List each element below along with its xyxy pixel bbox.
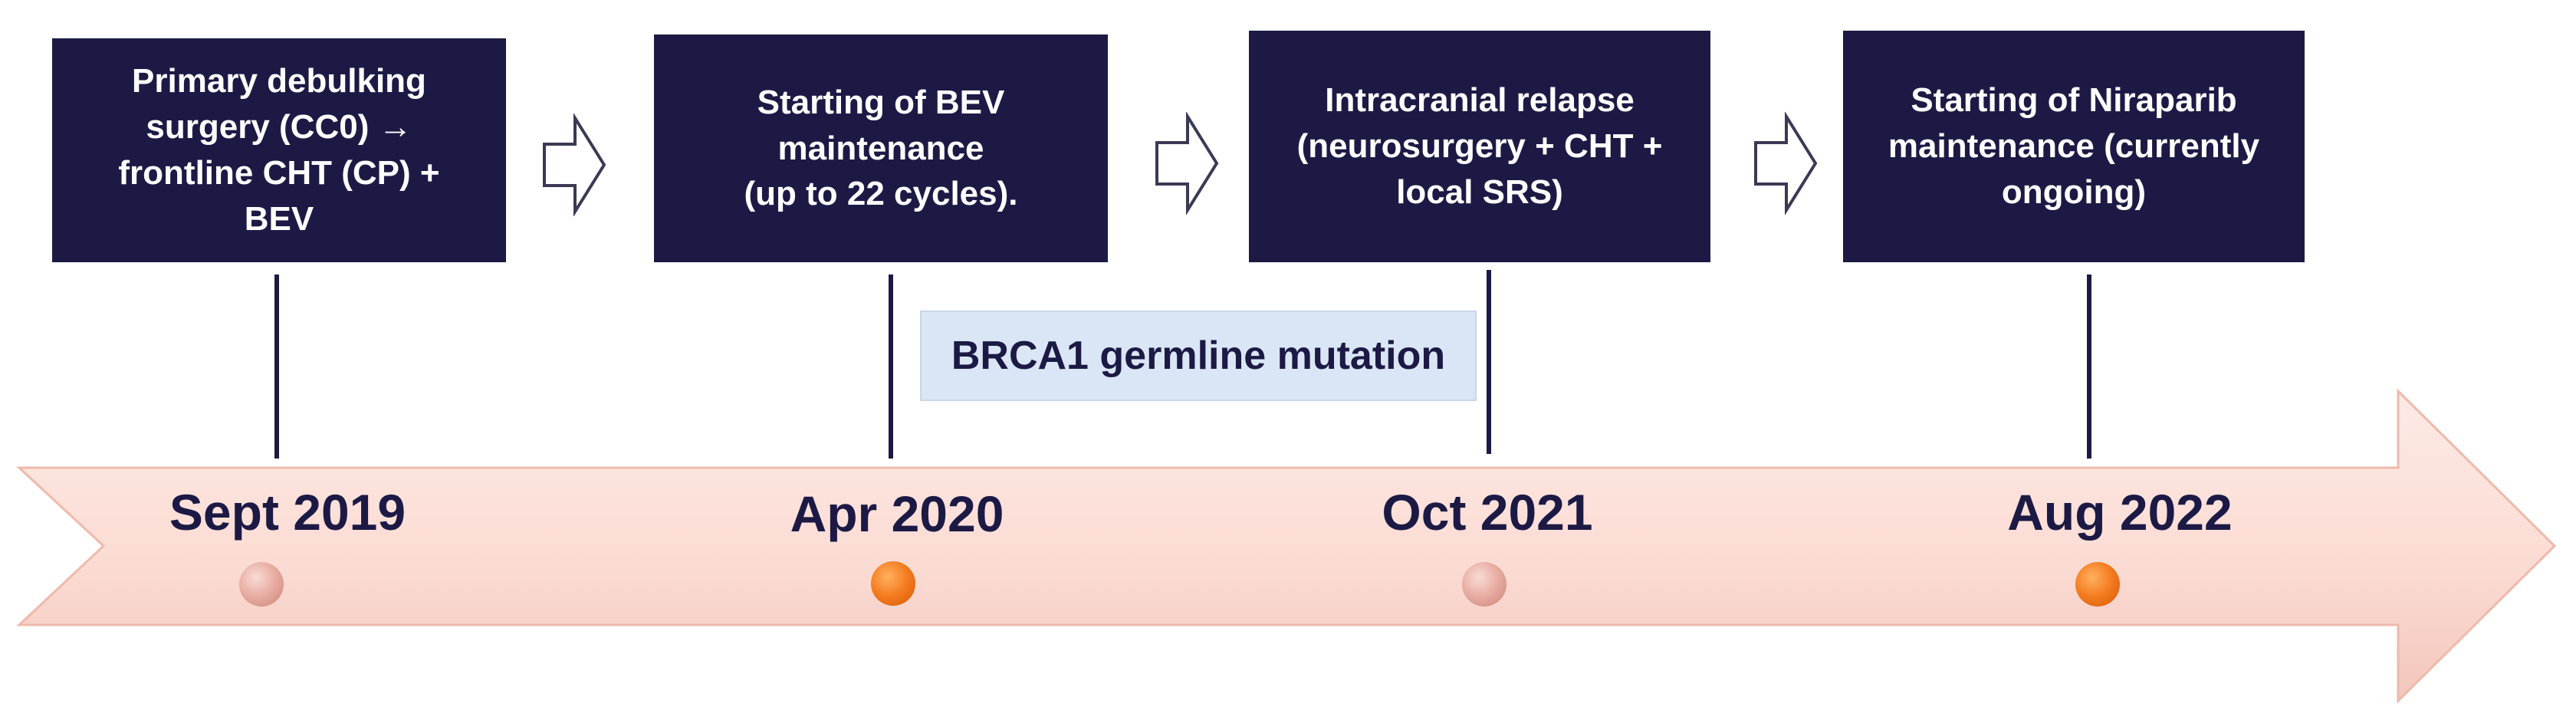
date-label-3: Oct 2021 (1382, 484, 1593, 541)
connector-line-2 (889, 275, 893, 459)
step-arrow-icon-1 (543, 113, 606, 216)
date-label-4: Aug 2022 (2007, 484, 2233, 541)
event-3-line-2: (neurosurgery + CHT + (1296, 127, 1663, 166)
event-2-line-1: Starting of BEV (757, 83, 1005, 121)
timeline-dot-4 (2075, 562, 2120, 607)
event-box-2: Starting of BEV maintenance (up to 22 cy… (654, 35, 1108, 262)
event-box-4: Starting of Niraparib maintenance (curre… (1843, 31, 2305, 262)
event-2-line-3: (up to 22 cycles). (744, 175, 1018, 213)
event-3-line-1: Intracranial relapse (1325, 81, 1635, 120)
connector-line-1 (274, 275, 279, 459)
event-1-line-4: BEV (244, 199, 314, 238)
event-box-3: Intracranial relapse (neurosurgery + CHT… (1249, 31, 1710, 262)
event-3-line-3: local SRS) (1396, 173, 1563, 211)
event-4-line-2: maintenance (currently (1888, 127, 2260, 166)
event-1-line-3: frontline CHT (CP) + (118, 154, 440, 192)
date-label-2: Apr 2020 (790, 485, 1004, 542)
event-1-line-1: Primary debulking (132, 62, 426, 100)
event-1-line-2: surgery (CC0) → (146, 108, 412, 146)
timeline-dot-2 (871, 561, 915, 606)
step-arrow-icon-3 (1754, 112, 1818, 215)
event-4-line-3: ongoing) (2001, 173, 2147, 211)
event-4-line-1: Starting of Niraparib (1911, 81, 2237, 120)
event-2-line-2: maintenance (777, 129, 984, 167)
connector-line-3 (1487, 270, 1491, 454)
timeline-dot-1 (239, 562, 284, 607)
date-label-1: Sept 2019 (169, 484, 406, 541)
timeline-dot-3 (1462, 562, 1506, 607)
brca1-annotation: BRCA1 germline mutation (920, 311, 1477, 401)
step-arrow-icon-2 (1155, 112, 1219, 215)
connector-line-4 (2087, 275, 2091, 459)
event-box-1: Primary debulking surgery (CC0) → frontl… (52, 38, 506, 262)
